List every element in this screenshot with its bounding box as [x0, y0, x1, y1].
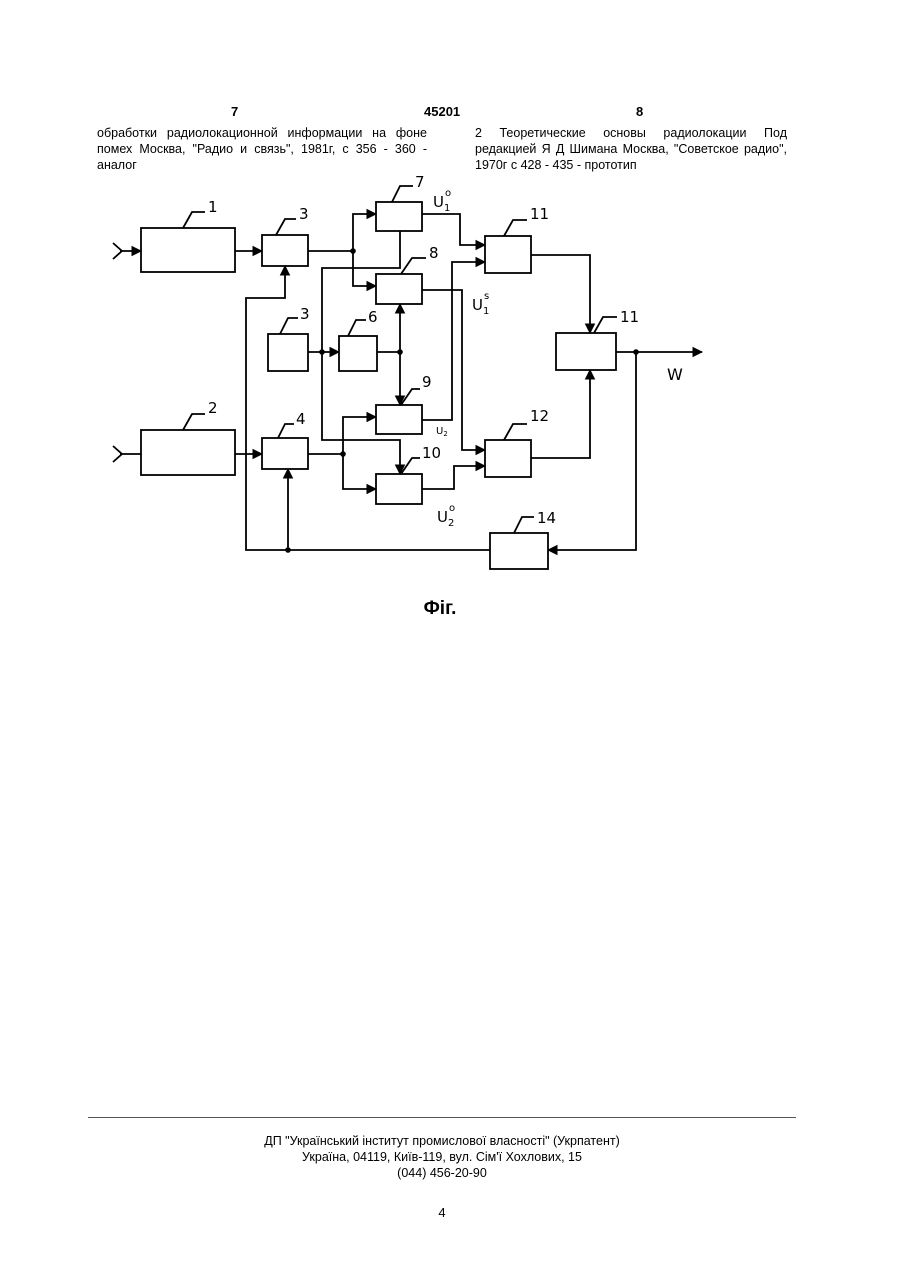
block-diagram: 1 2 3 3 4 6 7 8 9 10 11 12 11 14 U1 o U1…: [0, 0, 900, 620]
wire-block8-block12: [422, 290, 485, 450]
signal-u1-mid-sup: s: [484, 291, 489, 302]
label-block-3a: 3: [299, 205, 309, 223]
block-11-combiner: [556, 333, 616, 370]
label-block-7: 7: [415, 173, 425, 191]
label-block-9: 9: [422, 373, 432, 391]
label-block-1: 1: [208, 198, 218, 216]
leader-11: [504, 220, 527, 236]
block-7: [376, 202, 422, 231]
footer-line-3: (044) 456-20-90: [0, 1165, 884, 1181]
footer-line-2: Україна, 04119, Київ-119, вул. Сім'ї Хох…: [0, 1149, 884, 1165]
footer-line-1: ДП "Український інститут промислової вла…: [0, 1133, 884, 1149]
block-2: [141, 430, 235, 475]
label-block-8: 8: [429, 244, 439, 262]
wire-block3b-bus: [322, 231, 400, 352]
wire-to-block10: [343, 454, 376, 489]
block-12: [485, 440, 531, 477]
leader-2: [183, 414, 205, 430]
wire-block11-combiner: [531, 255, 590, 333]
label-block-3b: 3: [300, 305, 310, 323]
leader-1: [183, 212, 205, 228]
leader-6: [348, 320, 366, 336]
block-1: [141, 228, 235, 272]
block-10: [376, 474, 422, 504]
block-14: [490, 533, 548, 569]
wire-block7-block11: [422, 214, 485, 245]
label-block-11: 11: [530, 205, 549, 223]
block-11: [485, 236, 531, 273]
leader-4: [278, 424, 294, 438]
label-block-2: 2: [208, 399, 218, 417]
leader-8: [401, 258, 426, 274]
block-9: [376, 405, 422, 434]
label-block-12: 12: [530, 407, 549, 425]
block-4: [262, 438, 308, 469]
block-3a: [262, 235, 308, 266]
signal-u2-bot-sup: o: [449, 503, 455, 514]
page-number: 4: [0, 1205, 884, 1220]
leader-3a: [276, 219, 296, 235]
block-8: [376, 274, 422, 304]
label-block-6: 6: [368, 308, 378, 326]
label-block-14: 14: [537, 509, 556, 527]
leader-10: [401, 458, 420, 474]
leader-7: [392, 186, 413, 202]
leader-11-combiner: [594, 317, 617, 333]
block-3b: [268, 334, 308, 371]
output-label: W: [667, 365, 683, 384]
block-6: [339, 336, 377, 371]
leader-3b: [280, 318, 298, 334]
footer-divider: [88, 1117, 796, 1118]
signal-u2-mid: U2: [436, 426, 448, 438]
leader-9: [401, 389, 420, 405]
figure-caption: Фіг.: [0, 598, 880, 620]
wire-to-block9: [343, 417, 376, 454]
leader-14: [514, 517, 534, 533]
wire-to-block7: [353, 214, 376, 251]
signal-u1-top-sup: o: [445, 188, 451, 199]
label-block-10: 10: [422, 444, 441, 462]
label-block-11-combiner: 11: [620, 308, 639, 326]
wire-feedback: [548, 352, 636, 550]
publisher-footer: ДП "Український інститут промислової вла…: [0, 1133, 884, 1181]
wire-block10-block12: [422, 466, 485, 489]
label-block-4: 4: [296, 410, 306, 428]
leader-12: [504, 424, 527, 440]
wire-block9-block11: [422, 262, 485, 420]
